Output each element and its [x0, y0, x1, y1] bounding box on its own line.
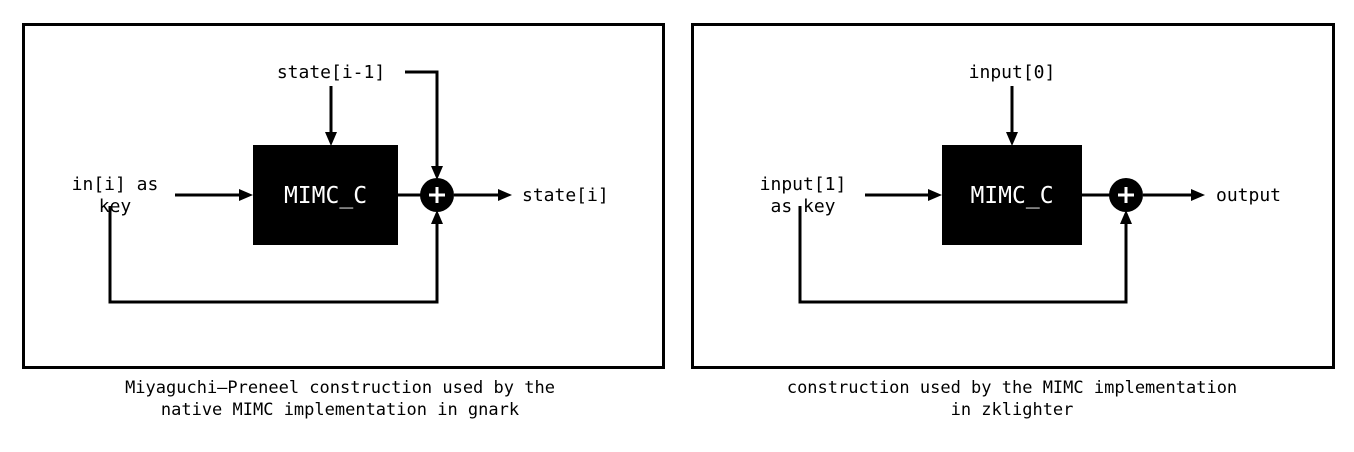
- right-panel-frame: [691, 23, 1335, 369]
- right-caption-line1: construction used by the MIMC implementa…: [787, 378, 1237, 398]
- right-mimc-block-label: MIMC_C: [970, 183, 1053, 209]
- right-block-left-arrowhead: [928, 189, 942, 201]
- right-output-arrowhead: [1191, 189, 1205, 201]
- left-top-input-label: state[i-1]: [277, 62, 385, 83]
- diagram-panel-left: state[i-1] in[i] as key MIMC_C: [22, 23, 665, 420]
- right-xor-plus-icon: [1118, 187, 1134, 203]
- right-key-input-label-line1: input[1]: [760, 174, 847, 195]
- left-block-left-arrowhead: [239, 189, 253, 201]
- right-caption-line2: in zklighter: [951, 400, 1074, 420]
- left-top-input-branch-wire: [405, 70, 439, 168]
- left-caption-line2: native MIMC implementation in gnark: [161, 400, 519, 420]
- left-panel-frame: [22, 23, 665, 369]
- left-mimc-block: [253, 145, 398, 245]
- left-key-input-label-line1: in[i] as: [72, 174, 159, 195]
- right-top-input-label: input[0]: [969, 62, 1056, 83]
- left-xor-bottom-arrowhead: [431, 210, 443, 224]
- left-xor-plus-icon: [429, 187, 445, 203]
- left-block-top-arrowhead: [325, 132, 337, 146]
- left-output-arrowhead: [498, 189, 512, 201]
- right-block-top-arrowhead: [1006, 132, 1018, 146]
- right-output-label: output: [1216, 185, 1281, 206]
- left-panel-svg: state[i-1] in[i] as key MIMC_C: [22, 23, 665, 420]
- left-feedback-wire: [108, 206, 439, 304]
- right-xor-bottom-arrowhead: [1120, 210, 1132, 224]
- left-xor-top-arrowhead: [431, 166, 443, 180]
- right-mimc-block: [942, 145, 1082, 245]
- left-key-input-label-line2: key: [99, 196, 132, 217]
- left-output-label: state[i]: [522, 185, 609, 206]
- right-key-input-label-line2: as key: [770, 196, 835, 217]
- right-feedback-wire: [798, 206, 1128, 304]
- diagram-panel-right: input[0] input[1] as key MIMC_C: [680, 0, 1354, 452]
- right-panel-svg: input[0] input[1] as key MIMC_C: [691, 23, 1335, 420]
- left-mimc-block-label: MIMC_C: [284, 183, 367, 209]
- left-caption-line1: Miyaguchi–Preneel construction used by t…: [125, 378, 555, 398]
